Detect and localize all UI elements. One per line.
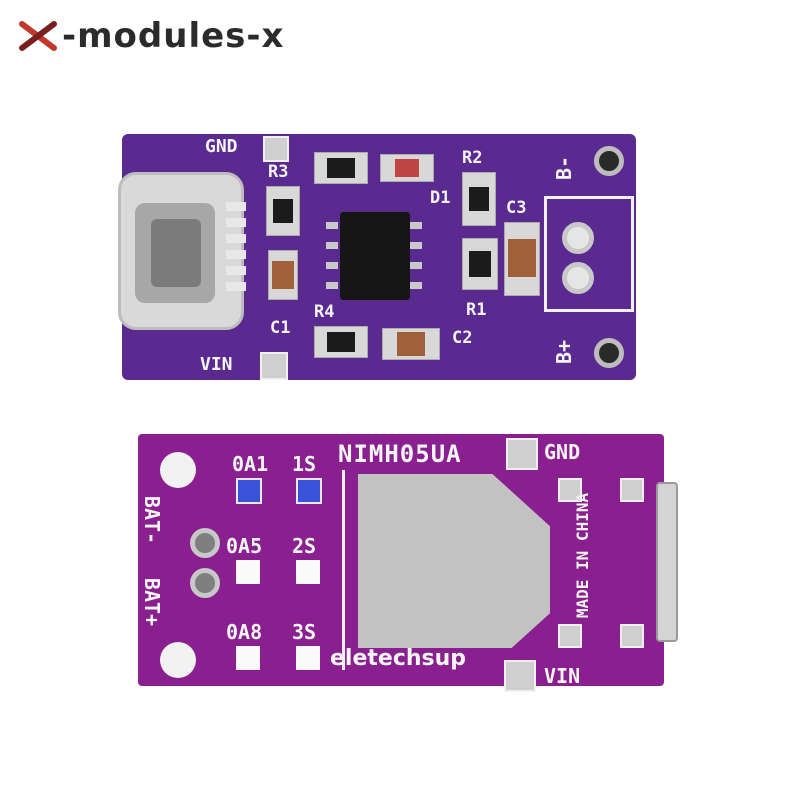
x-logo-icon xyxy=(19,21,57,51)
jumper-pad-0a5 xyxy=(236,560,260,584)
capacitor-c2 xyxy=(382,328,440,360)
vin-label: VIN xyxy=(544,664,581,688)
battery-terminal-outline xyxy=(544,196,634,312)
terminal-hole xyxy=(562,222,594,254)
resistor-r3 xyxy=(266,186,300,236)
ic-pin xyxy=(410,222,422,229)
c3-label: C3 xyxy=(506,198,527,218)
r3-label: R3 xyxy=(268,162,289,182)
jumper-pad-0a8 xyxy=(236,646,260,670)
resistor-r1 xyxy=(462,238,498,290)
c1-label: C1 xyxy=(270,318,291,338)
current-0a8-label: 0A8 xyxy=(226,620,263,644)
b-plus-label: B+ xyxy=(552,339,577,365)
led-d1 xyxy=(380,154,434,182)
model-name: NIMH05UA xyxy=(338,440,462,468)
mount-hole xyxy=(160,452,196,488)
series-1s-label: 1S xyxy=(292,452,317,476)
gnd-pad xyxy=(506,438,538,470)
r1-label: R1 xyxy=(466,300,487,320)
usb-pin xyxy=(226,234,246,243)
series-2s-label: 2S xyxy=(292,534,317,558)
copper-pour xyxy=(358,474,550,648)
gnd-pad xyxy=(263,136,289,162)
terminal-hole xyxy=(562,262,594,294)
vin-label: VIN xyxy=(200,354,233,375)
brand-name: -modules-x xyxy=(62,16,285,56)
b-minus-label: B- xyxy=(552,155,577,181)
bat-plus-hole xyxy=(190,568,220,598)
bat-minus-hole xyxy=(190,528,220,558)
ic-pin xyxy=(410,242,422,249)
d1-label: D1 xyxy=(430,188,451,208)
capacitor-c1 xyxy=(268,250,298,300)
usb-pad xyxy=(620,624,644,648)
resistor-r2 xyxy=(462,172,496,226)
usb-pin xyxy=(226,282,246,291)
mount-hole xyxy=(594,146,624,176)
brand-logo: -modules-x xyxy=(18,14,284,58)
mount-hole xyxy=(160,642,196,678)
bat-minus-label: BAT- xyxy=(140,495,165,545)
usb-c-connector xyxy=(118,172,244,330)
ic-pin xyxy=(326,262,338,269)
ic-pin xyxy=(326,242,338,249)
jumper-pad-0a1 xyxy=(236,478,262,504)
r2-label: R2 xyxy=(462,148,483,168)
c2-label: C2 xyxy=(452,328,473,348)
current-0a1-label: 0A1 xyxy=(232,452,269,476)
bat-plus-label: BAT+ xyxy=(140,577,165,627)
usb-pin xyxy=(226,202,246,211)
resistor-top xyxy=(314,152,368,184)
gnd-label: GND xyxy=(205,136,238,157)
usb-pad xyxy=(558,624,582,648)
ic-pin xyxy=(410,282,422,289)
usb-pin xyxy=(226,266,246,275)
usb-pad xyxy=(620,478,644,502)
made-in-label: MADE IN CHINA xyxy=(573,492,593,619)
maker-label: eletechsup xyxy=(330,646,467,671)
ic-pin xyxy=(410,262,422,269)
charger-ic xyxy=(340,212,410,300)
gnd-label: GND xyxy=(544,440,581,464)
jumper-pad-1s xyxy=(296,478,322,504)
mount-hole xyxy=(594,338,624,368)
current-0a5-label: 0A5 xyxy=(226,534,263,558)
r4-label: R4 xyxy=(314,302,335,322)
capacitor-c3 xyxy=(504,222,540,296)
series-3s-label: 3S xyxy=(292,620,317,644)
vin-pad xyxy=(504,660,536,692)
usb-pad xyxy=(558,478,582,502)
ic-pin xyxy=(326,282,338,289)
jumper-pad-2s xyxy=(296,560,320,584)
usb-c-connector-side xyxy=(656,482,678,642)
vin-pad xyxy=(260,352,288,380)
resistor-r4 xyxy=(314,326,368,358)
ic-pin xyxy=(326,222,338,229)
silk-divider xyxy=(342,470,345,670)
jumper-pad-3s xyxy=(296,646,320,670)
usb-pin xyxy=(226,250,246,259)
usb-pin xyxy=(226,218,246,227)
